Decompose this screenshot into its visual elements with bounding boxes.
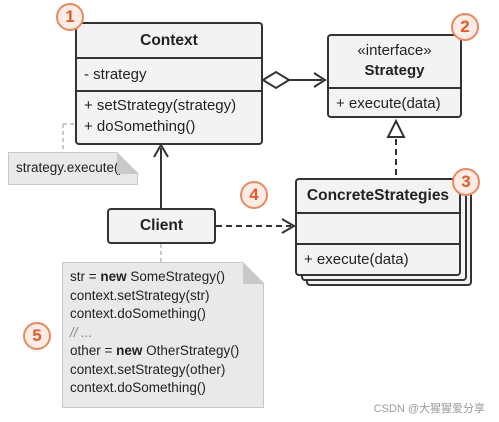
- badge-2: 2: [451, 13, 479, 41]
- concrete-strategies-method: + execute(data): [297, 243, 459, 274]
- association-arrowhead: [153, 143, 169, 158]
- code-line-3: context.doSomething(): [70, 306, 206, 321]
- strategy-stereotype: «interface»: [357, 42, 432, 59]
- strategy-interface[interactable]: «interface» Strategy + execute(data): [327, 34, 462, 118]
- aggregation-diamond: [261, 70, 291, 90]
- client-class[interactable]: Client: [107, 208, 216, 244]
- note-client-code: str = new SomeStrategy() context.setStra…: [62, 261, 265, 408]
- code-line-2: context.setStrategy(str): [70, 287, 210, 303]
- realization-triangle: [386, 118, 406, 138]
- badge-4: 4: [240, 181, 268, 209]
- code-line-6: context.setStrategy(other): [70, 361, 226, 377]
- note-strategy-execute: strategy.execute(): [8, 151, 139, 185]
- dependency-arrowhead: [281, 218, 296, 234]
- aggregation-arrowhead: [313, 72, 327, 88]
- code-line-7: context.doSomething(): [70, 380, 206, 395]
- context-class-title: Context: [140, 32, 198, 49]
- code-line-4-comment: // ...: [70, 324, 93, 340]
- watermark: CSDN @大猩猩爱分享: [373, 403, 485, 415]
- strategy-method: + execute(data): [329, 87, 460, 118]
- strategy-title: Strategy: [364, 62, 425, 79]
- badge-1: 1: [56, 3, 84, 31]
- concrete-strategies-empty-section: [297, 212, 459, 243]
- code-line-5: other = new OtherStrategy(): [70, 343, 240, 358]
- note-fold-icon: [116, 151, 139, 174]
- context-class-field: - strategy: [77, 57, 261, 90]
- concrete-strategies-title: ConcreteStrategies: [306, 187, 450, 204]
- badge-5: 5: [23, 322, 51, 350]
- badge-3: 3: [452, 168, 480, 196]
- concrete-strategies-class[interactable]: ConcreteStrategies + execute(data): [295, 178, 461, 276]
- client-class-title: Client: [139, 217, 184, 234]
- note-fold-icon: [242, 261, 265, 284]
- context-class-methods: + setStrategy(strategy) + doSomething(): [77, 90, 261, 137]
- note-strategy-text: strategy.execute(): [16, 160, 124, 175]
- context-method-dosomething: + doSomething(): [84, 118, 196, 135]
- strategy-header: «interface» Strategy: [329, 36, 460, 87]
- code-line-1: str = new SomeStrategy(): [70, 269, 225, 284]
- context-method-setstrategy: + setStrategy(strategy): [84, 97, 237, 114]
- context-class[interactable]: Context - strategy + setStrategy(strateg…: [75, 22, 263, 145]
